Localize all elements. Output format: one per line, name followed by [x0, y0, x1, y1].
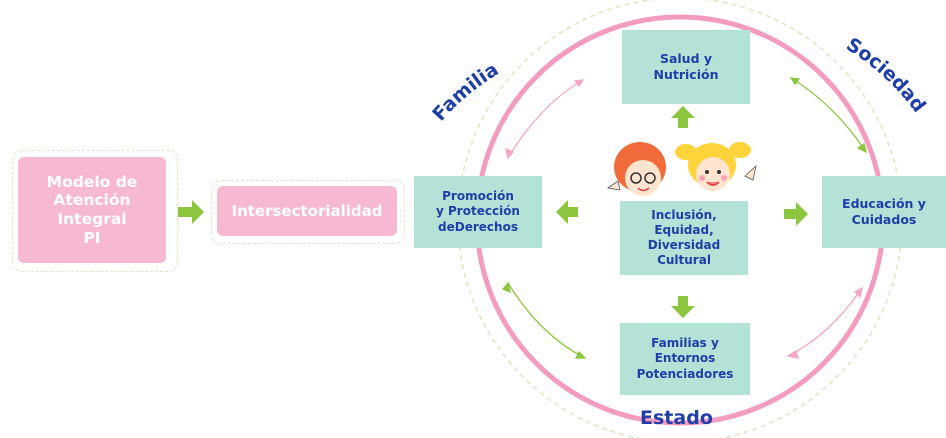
estado-label: Estado	[640, 407, 713, 429]
arrow-to-intersectorialidad	[178, 200, 204, 224]
arrow-to-educacion	[784, 202, 808, 226]
modelo-atencion-integral-label: Modelo de Atención Integral PI	[46, 172, 138, 247]
intersectorialidad-box: Intersectorialidad	[217, 186, 397, 236]
promocion-derechos-label: Promoción y Protección deDerechos	[436, 188, 520, 234]
familias-entornos-box: Familias y Entornos Potenciadores	[620, 323, 750, 395]
arrow-to-familias	[671, 296, 695, 318]
modelo-atencion-integral-box: Modelo de Atención Integral PI	[18, 157, 166, 263]
salud-nutricion-box: Salud y Nutrición	[622, 30, 750, 104]
inclusion-label: Inclusión, Equidad, Diversidad Cultural	[647, 208, 721, 267]
cycle-arrows	[501, 77, 867, 359]
arrow-to-salud	[671, 106, 695, 128]
promocion-derechos-box: Promoción y Protección deDerechos	[414, 176, 542, 248]
educacion-cuidados-label: Educación y Cuidados	[842, 195, 926, 227]
educacion-cuidados-box: Educación y Cuidados	[822, 176, 946, 248]
sociedad-label: Sociedad	[842, 34, 930, 117]
modelo-frame	[12, 150, 178, 272]
familias-entornos-label: Familias y Entornos Potenciadores	[636, 335, 734, 381]
flow-arrows	[178, 106, 808, 318]
arrow-to-promocion	[556, 200, 578, 224]
intersectorialidad-label: Intersectorialidad	[231, 202, 383, 220]
salud-nutricion-label: Salud y Nutrición	[653, 50, 719, 82]
inclusion-box: Inclusión, Equidad, Diversidad Cultural	[620, 201, 748, 275]
intersectorialidad-frame	[211, 180, 405, 244]
familia-label: Familia	[428, 58, 502, 125]
children-illustration-icon	[606, 142, 757, 196]
